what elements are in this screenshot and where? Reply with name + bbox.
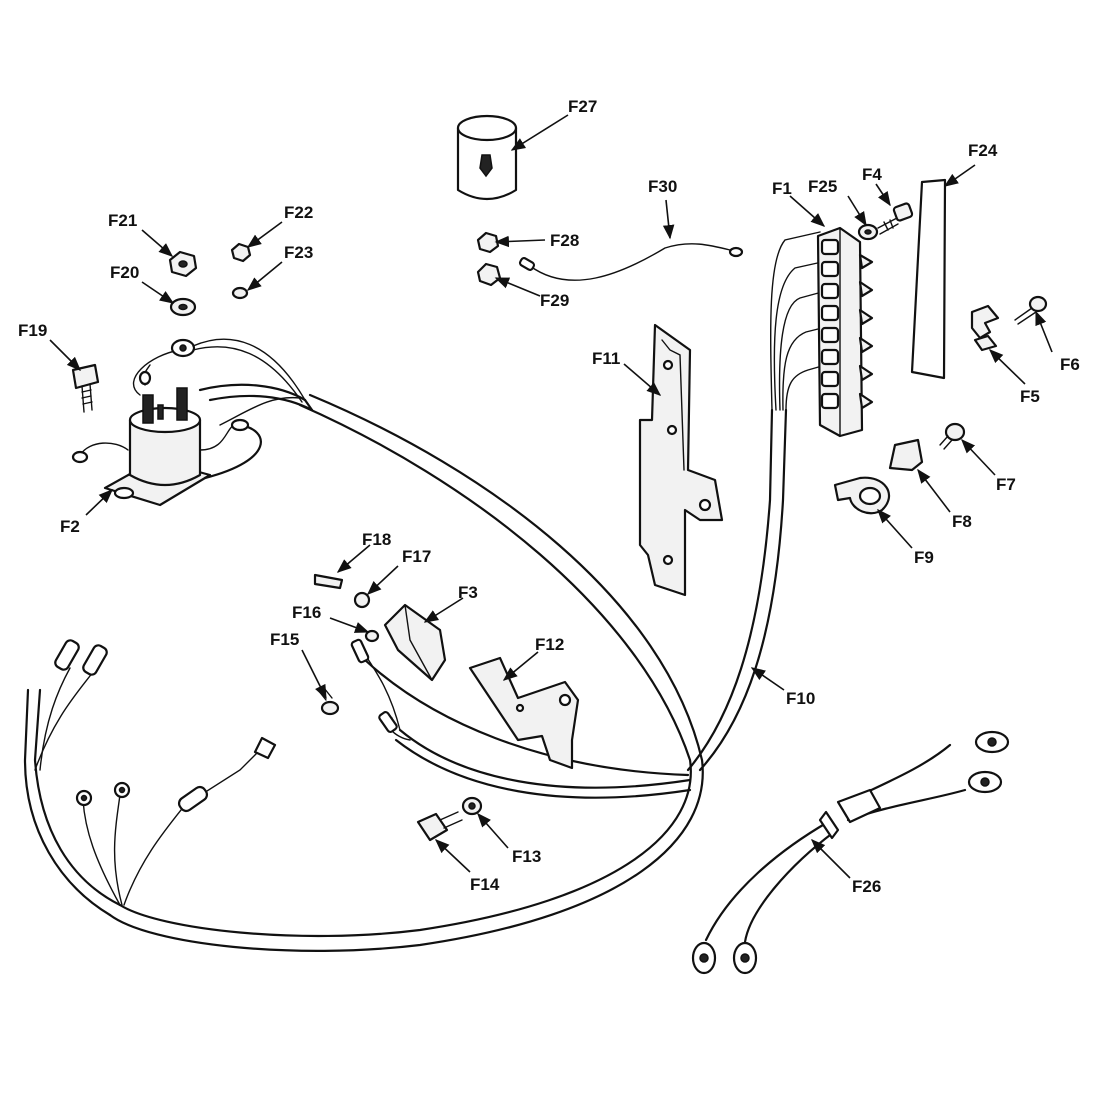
label-f18: F18	[362, 530, 391, 549]
label-f5: F5	[1020, 387, 1040, 406]
label-f26: F26	[852, 877, 881, 896]
cable-f26	[691, 730, 1010, 975]
label-f17: F17	[402, 547, 431, 566]
label-f15: F15	[270, 630, 299, 649]
label-f20: F20	[110, 263, 139, 282]
clip-f5-screw-f6	[970, 295, 1048, 352]
label-f7: F7	[996, 475, 1016, 494]
hardware-f19-f23	[71, 242, 252, 413]
switch-f3-hardware	[313, 573, 447, 741]
label-f9: F9	[914, 548, 934, 567]
label-f21: F21	[108, 211, 137, 230]
leader-lines	[49, 114, 1053, 879]
label-f25: F25	[808, 177, 837, 196]
label-f29: F29	[540, 291, 569, 310]
solenoid-f2	[71, 338, 306, 507]
label-f6: F6	[1060, 355, 1080, 374]
label-f3: F3	[458, 583, 478, 602]
label-f4: F4	[862, 165, 882, 184]
label-f13: F13	[512, 847, 541, 866]
label-f12: F12	[535, 635, 564, 654]
terminal-strip-f1	[816, 226, 874, 438]
hardware-f25-f4	[857, 202, 914, 241]
cap-f27	[456, 114, 518, 200]
label-f8: F8	[952, 512, 972, 531]
label-f14: F14	[470, 875, 500, 894]
wire-f30	[476, 231, 744, 287]
label-f2: F2	[60, 517, 80, 536]
label-f30: F30	[648, 177, 677, 196]
label-f27: F27	[568, 97, 597, 116]
label-f28: F28	[550, 231, 579, 250]
main-harness	[23, 231, 823, 952]
label-f23: F23	[284, 243, 313, 262]
clips-f7-f9	[833, 422, 966, 515]
bracket-f12	[468, 656, 580, 770]
label-f16: F16	[292, 603, 321, 622]
hardware-f13-f14	[416, 796, 483, 842]
label-f10: F10	[786, 689, 815, 708]
label-f24: F24	[968, 141, 998, 160]
label-f22: F22	[284, 203, 313, 222]
part-labels: F27 F28 F29 F30 F1 F25 F4 F24 F6 F5 F7 F…	[18, 97, 1080, 896]
bracket-f11	[638, 323, 724, 597]
strip-f24	[910, 178, 947, 380]
label-f19: F19	[18, 321, 47, 340]
label-f11: F11	[592, 349, 620, 368]
label-f1: F1	[772, 179, 792, 198]
